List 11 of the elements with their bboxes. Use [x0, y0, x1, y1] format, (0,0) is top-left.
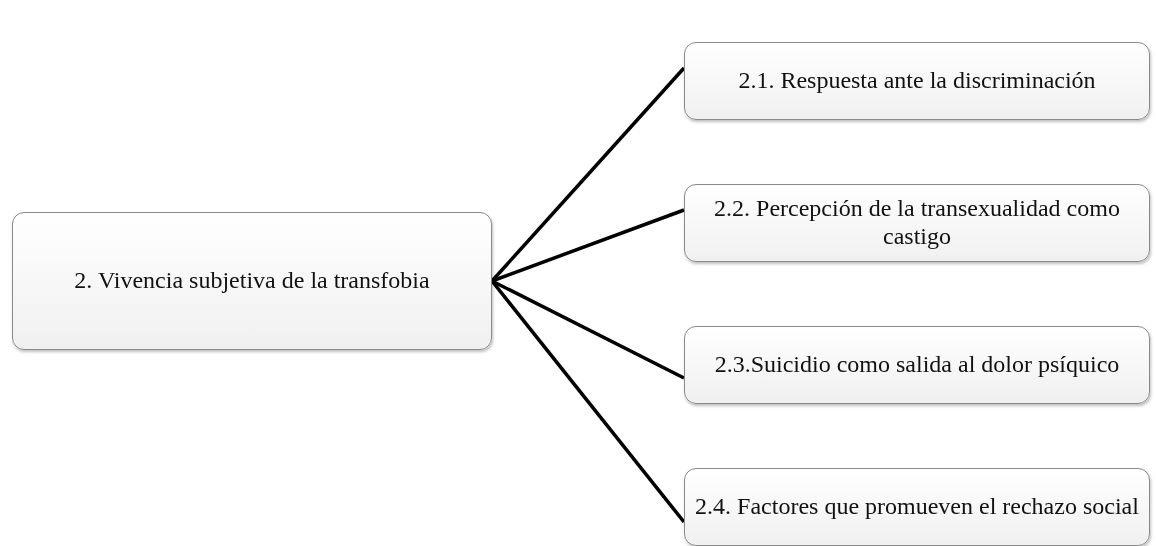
connector-line: [491, 208, 685, 283]
topic-box: [684, 42, 1150, 120]
topic-box: [684, 326, 1150, 404]
node-text: 2.3.Suicidio como salida al dolor psíquico: [714, 351, 1120, 379]
node-text: 2.2. Percepción de la transexualidad como castigo: [713, 195, 1121, 251]
topic-box: [684, 468, 1150, 546]
topic-box: [684, 184, 1150, 262]
node-text: 2.4. Factores que promueven el rechazo social: [695, 493, 1139, 521]
topic-box: [12, 212, 492, 350]
node-text: 2.1. Respuesta ante la discriminación: [738, 67, 1096, 95]
node-text: 2. Vivencia subjetiva de la transfobia: [74, 267, 430, 295]
